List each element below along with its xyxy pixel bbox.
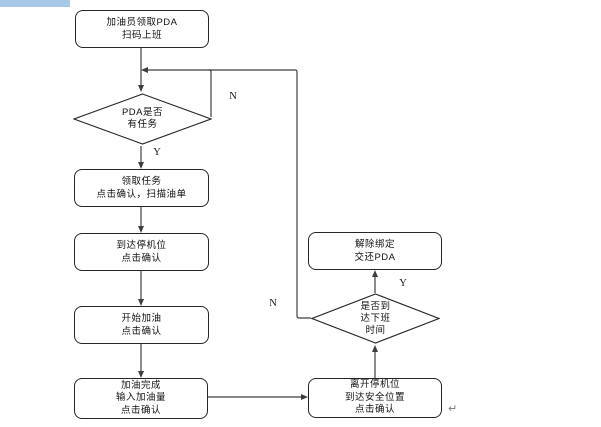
node-unbind-return-pda[interactable]: 解除绑定 交还PDA — [308, 232, 442, 270]
node-text: 输入加油量 — [115, 392, 166, 404]
node-text: 达下班 — [360, 312, 391, 324]
node-text: 点击确认 — [354, 404, 395, 416]
node-start-fueling[interactable]: 开始加油 点击确认 — [74, 306, 209, 344]
node-text: 点击确认 — [121, 326, 162, 337]
node-text: 加油员领取PDA — [106, 17, 178, 28]
diamond-shape — [311, 293, 440, 344]
selection-highlight-bar — [0, 0, 70, 7]
node-text: 是否到 — [360, 300, 391, 312]
node-text: 点击确认，扫描油单 — [96, 189, 187, 200]
node-text: 解除绑定 — [354, 239, 395, 250]
edge-label-shiftend-yes: Y — [399, 278, 407, 289]
node-text: 开始加油 — [121, 313, 162, 324]
edge-shiftend-no-loop — [141, 67, 311, 319]
node-leave-stand[interactable]: 离开停机位 到达安全位置 点击确认 — [308, 378, 442, 418]
node-text: 点击确认 — [120, 404, 161, 416]
node-text: 交还PDA — [354, 252, 396, 263]
diamond-shape — [73, 93, 212, 145]
edge-hastask-no-riser — [208, 69, 212, 117]
line-break-mark: ↵ — [448, 402, 458, 415]
edge-label-shiftend-no: N — [269, 298, 277, 309]
edge-label-hastask-yes: Y — [153, 147, 161, 158]
node-start-shift[interactable]: 加油员领取PDA 扫码上班 — [75, 10, 209, 48]
node-text: 有任务 — [127, 119, 158, 130]
node-receive-task[interactable]: 领取任务 点击确认，扫描油单 — [74, 169, 209, 207]
node-text: 时间 — [365, 324, 386, 336]
node-text: 领取任务 — [121, 176, 162, 187]
node-text: 离开停机位 — [349, 379, 400, 391]
decision-pda-has-task[interactable]: PDA是否 有任务 — [73, 93, 212, 145]
edge-label-hastask-no: N — [229, 91, 237, 102]
node-text: 加油完成 — [120, 379, 161, 391]
node-text: 到达停机位 — [116, 240, 167, 251]
node-fueling-complete[interactable]: 加油完成 输入加油量 点击确认 — [74, 378, 208, 419]
node-text: PDA是否 — [121, 107, 164, 118]
node-text: 到达安全位置 — [344, 391, 405, 403]
decision-shift-end[interactable]: 是否到 达下班 时间 — [311, 293, 440, 344]
node-text: 点击确认 — [121, 253, 162, 264]
node-text: 扫码上班 — [121, 30, 162, 41]
node-arrive-stand[interactable]: 到达停机位 点击确认 — [74, 233, 209, 271]
